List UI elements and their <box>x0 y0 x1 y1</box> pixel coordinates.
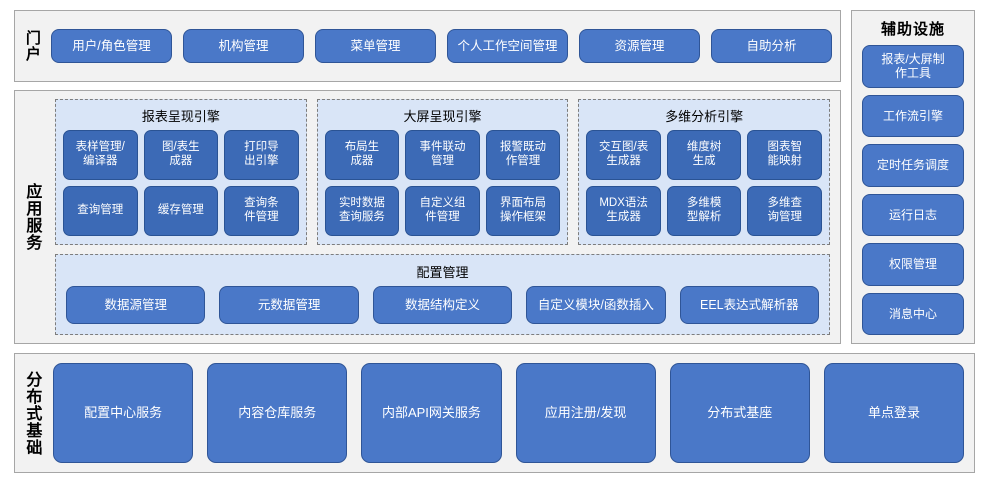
portal-button-menu-management[interactable]: 菜单管理 <box>315 28 436 63</box>
engine-title-large-screen-rendering: 大屏呈现引擎 <box>403 109 482 125</box>
aux-button-permission-management[interactable]: 权限管理 <box>862 243 964 286</box>
portal-button-personal-workspace-management[interactable]: 个人工作空间管理 <box>447 28 568 63</box>
config-button-eel-expression-parser[interactable]: EEL表达式解析器 <box>679 286 820 325</box>
configuration-management-row: 数据源管理 元数据管理 数据结构定义 自定义模块/函数插入 EEL表达式解析器 <box>66 286 820 325</box>
engine-button-print-export-engine[interactable]: 打印导 出引擎 <box>224 129 299 180</box>
aux-button-runtime-log[interactable]: 运行日志 <box>862 193 964 236</box>
engine-button-multidimensional-query-management[interactable]: 多维查 询管理 <box>747 185 822 236</box>
engine-button-cache-management[interactable]: 缓存管理 <box>143 185 219 236</box>
engine-button-query-management[interactable]: 查询管理 <box>63 185 138 236</box>
aux-button-scheduled-task-scheduling[interactable]: 定时任务调度 <box>862 144 964 187</box>
auxiliary-facilities-list: 报表/大屏制 作工具 工作流引擎 定时任务调度 运行日志 权限管理 消息中心 <box>862 45 964 335</box>
auxiliary-facilities-panel: 辅助设施 报表/大屏制 作工具 工作流引擎 定时任务调度 运行日志 权限管理 消… <box>851 10 975 344</box>
engine-button-template-management-compiler[interactable]: 表样管理/ 编译器 <box>63 129 138 180</box>
distributed-button-config-center-service[interactable]: 配置中心服务 <box>53 363 194 463</box>
distributed-button-single-sign-on[interactable]: 单点登录 <box>823 363 965 463</box>
engine-button-chart-table-generator[interactable]: 图/表生 成器 <box>143 129 219 180</box>
distributed-button-internal-api-gateway-service[interactable]: 内部API网关服务 <box>361 363 502 463</box>
config-button-datasource-management[interactable]: 数据源管理 <box>66 286 206 325</box>
engine-group-large-screen-rendering: 大屏呈现引擎 布局生 成器 事件联动 管理 报警既动 作管理 实时数据 查询服务… <box>316 98 569 245</box>
portal-button-row: 用户/角色管理 机构管理 菜单管理 个人工作空间管理 资源管理 自助分析 <box>49 11 840 81</box>
engine-group-multidimensional-analysis: 多维分析引擎 交互图/表 生成器 维度树 生成 图表智 能映射 MDX语法 生成… <box>578 98 831 245</box>
portal-panel: 门户 用户/角色管理 机构管理 菜单管理 个人工作空间管理 资源管理 自助分析 <box>14 10 841 82</box>
auxiliary-facilities-title: 辅助设施 <box>880 20 945 38</box>
distributed-button-app-registration-discovery[interactable]: 应用注册/发现 <box>515 363 656 463</box>
application-services-panel-label: 应用服务 <box>23 182 43 251</box>
application-services-body: 报表呈现引擎 表样管理/ 编译器 图/表生 成器 打印导 出引擎 查询管理 缓存… <box>49 91 840 343</box>
engine-title-multidimensional-analysis: 多维分析引擎 <box>665 109 744 125</box>
distributed-button-content-repository-service[interactable]: 内容仓库服务 <box>207 363 348 463</box>
left-column: 门户 用户/角色管理 机构管理 菜单管理 个人工作空间管理 资源管理 自助分析 … <box>14 10 841 344</box>
engine-button-ui-layout-operation-framework[interactable]: 界面布局 操作框架 <box>485 185 561 236</box>
engine-button-chart-intelligent-mapping[interactable]: 图表智 能映射 <box>747 129 822 180</box>
engine-grid-multidimensional-analysis: 交互图/表 生成器 维度树 生成 图表智 能映射 MDX语法 生成器 多维模 型… <box>586 129 822 236</box>
aux-button-workflow-engine[interactable]: 工作流引擎 <box>862 94 964 137</box>
engine-button-query-condition-management[interactable]: 查询条 件管理 <box>224 185 299 236</box>
engine-button-layout-generator[interactable]: 布局生 成器 <box>324 129 400 180</box>
engine-button-event-linkage-management[interactable]: 事件联动 管理 <box>405 129 480 180</box>
engine-title-report-rendering: 报表呈现引擎 <box>141 109 220 125</box>
distributed-foundation-row: 配置中心服务 内容仓库服务 内部API网关服务 应用注册/发现 分布式基座 单点… <box>49 354 974 472</box>
engines-row: 报表呈现引擎 表样管理/ 编译器 图/表生 成器 打印导 出引擎 查询管理 缓存… <box>55 98 831 245</box>
portal-button-self-service-analysis[interactable]: 自助分析 <box>711 28 832 63</box>
engine-grid-large-screen-rendering: 布局生 成器 事件联动 管理 报警既动 作管理 实时数据 查询服务 自定义组 件… <box>324 129 561 236</box>
application-services-panel: 应用服务 报表呈现引擎 表样管理/ 编译器 图/表生 成器 打印导 出引擎 查询… <box>14 89 841 344</box>
configuration-management-group: 配置管理 数据源管理 元数据管理 数据结构定义 自定义模块/函数插入 EEL表达… <box>55 253 830 335</box>
engine-button-interactive-chart-table-generator[interactable]: 交互图/表 生成器 <box>586 129 661 180</box>
engine-button-mdx-syntax-generator[interactable]: MDX语法 生成器 <box>586 185 661 236</box>
portal-button-user-role-management[interactable]: 用户/角色管理 <box>51 28 172 63</box>
configuration-management-title: 配置管理 <box>416 265 469 281</box>
aux-button-report-dashboard-authoring-tool[interactable]: 报表/大屏制 作工具 <box>862 45 964 88</box>
distributed-foundation-panel-label: 分布式基础 <box>23 370 43 456</box>
config-button-custom-module-function-insert[interactable]: 自定义模块/函数插入 <box>526 286 666 325</box>
config-button-metadata-management[interactable]: 元数据管理 <box>219 286 359 325</box>
engine-group-report-rendering: 报表呈现引擎 表样管理/ 编译器 图/表生 成器 打印导 出引擎 查询管理 缓存… <box>55 98 307 245</box>
portal-panel-label: 门户 <box>23 29 42 62</box>
portal-button-resource-management[interactable]: 资源管理 <box>579 28 700 63</box>
config-button-data-structure-definition[interactable]: 数据结构定义 <box>372 286 513 325</box>
portal-button-organization-management[interactable]: 机构管理 <box>183 28 304 63</box>
distributed-foundation-panel: 分布式基础 配置中心服务 内容仓库服务 内部API网关服务 应用注册/发现 分布… <box>14 353 975 473</box>
aux-button-message-center[interactable]: 消息中心 <box>862 292 964 335</box>
engine-button-custom-component-management[interactable]: 自定义组 件管理 <box>405 185 480 236</box>
distributed-button-distributed-base[interactable]: 分布式基座 <box>669 363 810 463</box>
engine-button-multidimensional-model-parsing[interactable]: 多维模 型解析 <box>666 185 742 236</box>
engine-grid-report-rendering: 表样管理/ 编译器 图/表生 成器 打印导 出引擎 查询管理 缓存管理 查询条 … <box>63 129 299 236</box>
engine-button-dimension-tree-generation[interactable]: 维度树 生成 <box>666 129 742 180</box>
engine-button-realtime-data-query-service[interactable]: 实时数据 查询服务 <box>324 185 400 236</box>
top-area: 门户 用户/角色管理 机构管理 菜单管理 个人工作空间管理 资源管理 自助分析 … <box>14 10 975 344</box>
engine-button-alarm-action-management[interactable]: 报警既动 作管理 <box>485 129 561 180</box>
